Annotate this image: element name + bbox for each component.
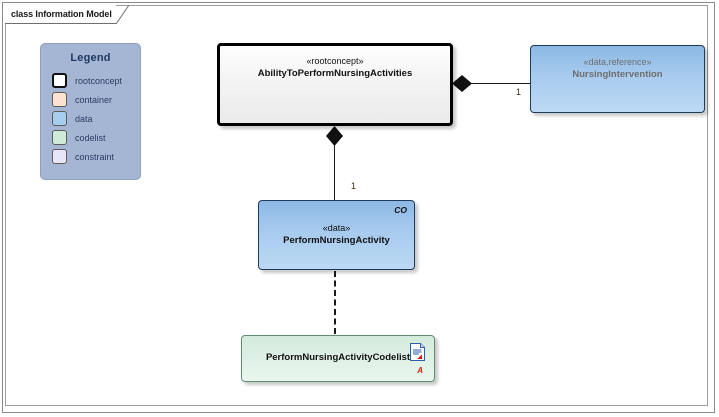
document-icon: [410, 343, 425, 361]
legend-item-data: data: [52, 109, 140, 128]
legend-swatch-data: [52, 111, 67, 126]
legend-swatch-constraint: [52, 149, 67, 164]
connector-root-to-intervention-line: [463, 83, 531, 84]
legend-item-codelist: codelist: [52, 128, 140, 147]
legend-swatch-container: [52, 92, 67, 107]
class-node-perform-nursing-activity-codelist[interactable]: PerformNursingActivityCodelist A: [241, 335, 435, 382]
perform-nursing-activity-corner-tag: CO: [394, 205, 407, 215]
legend-label-codelist: codelist: [75, 132, 106, 143]
codelist-marker: A: [417, 366, 423, 375]
perform-nursing-activity-name: PerformNursingActivity: [283, 235, 390, 246]
multiplicity-root-to-intervention: 1: [516, 87, 522, 97]
frame-label: class Information Model: [11, 9, 112, 19]
diagram-frame-tab: class Information Model: [5, 5, 129, 24]
perform-nursing-activity-stereotype: «data»: [322, 223, 351, 233]
root-concept-stereotype: «rootconcept»: [306, 56, 364, 66]
legend-item-rootconcept: rootconcept: [52, 71, 140, 90]
nursing-intervention-stereotype: «data,reference»: [583, 57, 652, 67]
legend-label-rootconcept: rootconcept: [75, 75, 123, 86]
multiplicity-root-to-activity: 1: [351, 181, 357, 191]
perform-nursing-activity-text-block: «data» PerformNursingActivity: [259, 222, 414, 247]
codelist-name: PerformNursingActivityCodelist: [265, 352, 411, 363]
legend-label-data: data: [75, 113, 93, 124]
nursing-intervention-text-block: «data,reference» NursingIntervention: [531, 56, 704, 81]
legend-label-container: container: [75, 94, 113, 105]
legend-item-constraint: constraint: [52, 147, 140, 166]
legend-swatch-codelist: [52, 130, 67, 145]
frame-tab-corner-icon: [115, 5, 129, 24]
legend-item-container: container: [52, 90, 140, 109]
root-concept-name: AbilityToPerformNursingActivities: [257, 68, 413, 79]
legend-panel: Legend rootconcept container data codeli…: [40, 43, 141, 180]
legend-label-constraint: constraint: [75, 151, 115, 162]
legend-swatch-rootconcept: [52, 73, 67, 88]
frame-tab-body: class Information Model: [5, 5, 116, 24]
legend-list: rootconcept container data codelist cons…: [41, 71, 140, 166]
nursing-intervention-name: NursingIntervention: [572, 69, 663, 80]
class-node-ability-to-perform-nursing-activities[interactable]: «rootconcept» AbilityToPerformNursingAct…: [217, 43, 453, 126]
connector-activity-to-codelist-line: [334, 271, 336, 334]
root-concept-text-block: «rootconcept» AbilityToPerformNursingAct…: [220, 55, 450, 80]
class-node-nursing-intervention[interactable]: «data,reference» NursingIntervention: [530, 45, 705, 113]
class-node-perform-nursing-activity[interactable]: CO «data» PerformNursingActivity: [258, 200, 415, 270]
connector-root-to-activity-line: [334, 140, 335, 201]
legend-title: Legend: [70, 52, 111, 64]
